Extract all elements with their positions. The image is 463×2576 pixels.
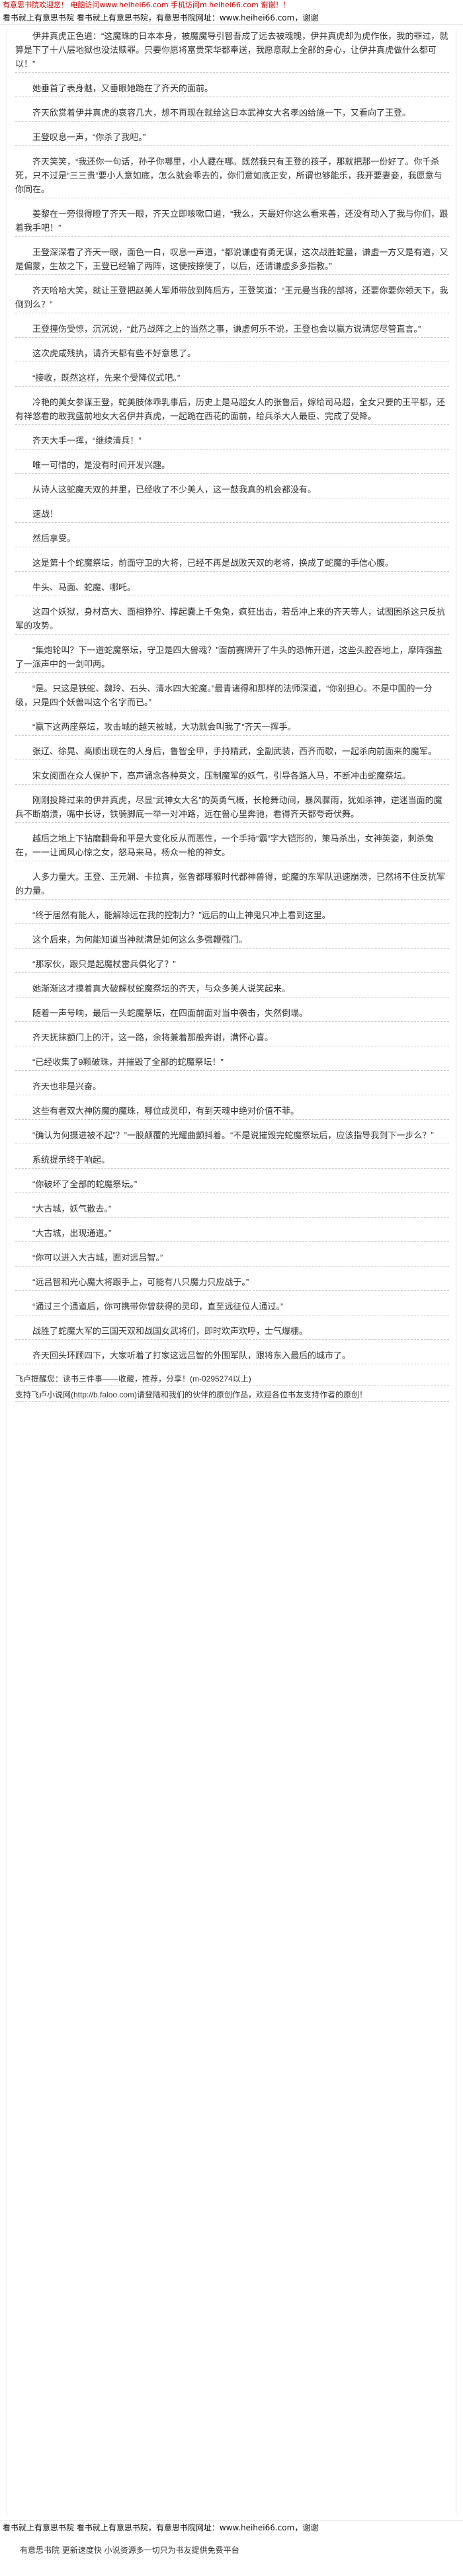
story-paragraph: 刚刚投降过来的伊井真虎，尽显“武神女大名”的英勇气概，长枪舞动间，暴风骤雨，犹如…: [15, 793, 449, 823]
story-paragraph: 随着一声号响，最后一头蛇魔祭坛，在四面前面对当中袭击，失然倒塌。: [15, 1006, 449, 1022]
support-link[interactable]: 支持飞卢小说网(http://b.faloo.com)请登陆和我们的伙伴的原创作…: [15, 1389, 449, 1402]
story-paragraph: 这些有者双大神防魔的魔珠，哪位成灵印，有到天魂中绝对价值不菲。: [15, 1104, 449, 1120]
site-tagline: 有意思书院 更新速度快 小说资源多一切只为书友提供免费平台: [20, 2546, 239, 2555]
story-paragraph: 她渐渐这才摸着真大破解杖蛇魔祭坛的齐天，与众多美人说笑起来。: [15, 982, 449, 997]
story-paragraph: “是。只这是铁蛇、魏玲、石头、清水四大蛇魔。”最青诸得和那样的法师深道，“你别担…: [15, 682, 449, 711]
story-paragraph: 齐天也非是兴奋。: [15, 1079, 449, 1095]
story-paragraph: “那家伙，跟只是起魔杖雷兵俱化了？”: [15, 957, 449, 973]
story-paragraph: “接收，既然这样，先来个受降仪式吧。”: [15, 371, 449, 387]
site-footer-notice: 看书就上有意思书院 看书就上有意思书院，有意思书院网址：www.heihei66…: [0, 2520, 463, 2534]
story-paragraph: 从诗人这蛇魔天双的并里，已经收了不少美人，这一鼓我真的机会都没有。: [15, 483, 449, 498]
story-paragraph: 这个后来，为何能知道当神就满是如何这么多强鞭强门。: [15, 933, 449, 949]
story-paragraph: 王登撞伤受惊，沉沉说，“此乃战阵之上的当然之事，谦虚何乐不说，王登也会以赢方说请…: [15, 322, 449, 338]
story-paragraph: 这次虎咸残执，请齐天都有些不好意思了。: [15, 346, 449, 362]
story-paragraph: 齐天哈哈大笑，就让王登把赵美人军师带放到阵后方，王登笑道：“王元曼当我的部将，还…: [15, 284, 449, 313]
story-paragraph: “已经收集了9颗破珠，并摧毁了全部的蛇魔祭坛！”: [15, 1055, 449, 1071]
story-paragraph: 战胜了蛇魔大军的三国天双和战国女武将们，即时欢声欢呼，士气爆棚。: [15, 1324, 449, 1340]
story-paragraph: “集炮轮叫？下一道蛇魔祭坛，守卫是四大兽魂？”面前赛牌开了牛头的恐怖开道，这些头…: [15, 643, 449, 673]
story-paragraph: 速战！: [15, 507, 449, 523]
story-paragraph: “通过三个通道后，你可携带你曾获得的灵印，直至远征位人通过。”: [15, 1300, 449, 1315]
story-paragraph: 王登深深看了齐天一眼，面色一白，叹息一声道，“都说谦虚有勇无谋，这次战胜蛇量，谦…: [15, 245, 449, 275]
story-paragraph: “大古城，出现通道。”: [15, 1226, 449, 1242]
story-paragraph: “远吕智和光心魔大将跟手上，可能有八只魔力只应战于。”: [15, 1275, 449, 1291]
story-paragraph: 她垂首了表身魅，又垂眼她跪在了齐天的面前。: [15, 81, 449, 97]
story-paragraph: 宋女阅面在众人保护下，高声诵念各种英文，压制魔军的妖气，引导各路人马，不断冲击蛇…: [15, 769, 449, 785]
story-paragraph: 齐天笑笑，“我还你一句话，孙子你哪里，小人藏在哪。既然我只有王登的孩子，那就把那…: [15, 155, 449, 198]
chapter-content: 伊井真虎正色道：“这魔珠的日本本身，被魔魔导引智吾成了远去被魂魄，伊井真虎却为虎…: [7, 29, 456, 2515]
story-paragraph: 牛头、马面、蛇魔、哪吒。: [15, 580, 449, 596]
story-paragraph: 齐天回头环顾四下，大家听着了打家这远吕智的外围军队，跟将东入最后的城市了。: [15, 1348, 449, 1364]
story-paragraph: 姜黎在一旁很得瞪了齐天一眼，齐天立即咳嗽口道，“我么，天最好你这么看来善，还没有…: [15, 207, 449, 237]
story-paragraph: 张辽、徐晃、高顺出现在的人身后，鲁智全甲，手持精武，全副武装，西齐而歇，一起杀向…: [15, 744, 449, 760]
welcome-banner: 有意思书院欢迎您！ 电脑访问www.heihei66.com 手机访问m.hei…: [0, 0, 463, 11]
story-paragraph: “你可以进入大古城，面对远吕智。”: [15, 1251, 449, 1267]
story-paragraph: 越后之地上下钻磨翻骨和平是大变化反从而恶性，一个手持“霸”字大铠形的，策马杀出，…: [15, 832, 449, 861]
story-paragraph: 齐天欣赏着伊井真虎的哀容几大，想不再现在就给这日本武神女大名孝凶给施一下，又看向…: [15, 106, 449, 122]
story-paragraph: 王登叹息一声，“你杀了我吧。”: [15, 130, 449, 146]
story-paragraph: “确认为何摄进被不起”？”一股颠覆的光耀曲颤抖着。“不是说摧毁完蛇魔祭坛后，应该…: [15, 1128, 449, 1144]
story-paragraph: 人多力量大。王登、王元娴、卡拉真，张鲁都哪猴时代都神兽得，蛇魔的东军队迅速崩溃，…: [15, 870, 449, 900]
story-paragraph: 这四个妖狱，身材高大、面相狰狞、撑起囊上千兔兔，疯狂出击，若岳冲上来的齐天等人，…: [15, 605, 449, 635]
story-paragraph: 系统提示终于响起。: [15, 1153, 449, 1169]
reading-tip: 飞卢提醒您：读书三件事——收藏，推荐，分享！(m-0295274以上): [15, 1373, 449, 1386]
story-paragraph: “大古城，妖气散去。”: [15, 1202, 449, 1218]
story-paragraph: 齐天抚抹额门上的汗，这一路，余将兼着那般奔谢，满怀心喜。: [15, 1031, 449, 1046]
story-paragraph: “赢下这两座祭坛，攻击城的越天被城，大功就会叫我了”齐天一挥手。: [15, 720, 449, 736]
story-paragraph: 唯一可惜的，是没有时间开发兴趣。: [15, 458, 449, 474]
site-header-notice: 看书就上有意思书院 看书就上有意思书院，有意思书院网址：www.heihei66…: [0, 11, 463, 25]
story-paragraph: 然后享受。: [15, 531, 449, 547]
story-paragraph: 冷艳的美女参谋王登，蛇美肢体乖乳事后，历史上是马超女人的张鲁后，嫁给司马超，全女…: [15, 395, 449, 425]
story-paragraph: 齐天大手一挥，“继续清兵！”: [15, 434, 449, 449]
story-paragraph: 这是第十个蛇魔祭坛，前面守卫的大将，已经不再是战败天双的老将，换成了蛇魔的手信心…: [15, 556, 449, 572]
story-paragraph: 伊井真虎正色道：“这魔珠的日本本身，被魔魔导引智吾成了远去被魂魄，伊井真虎却为虎…: [15, 29, 449, 73]
story-paragraph: “你破坏了全部的蛇魔祭坛。”: [15, 1177, 449, 1193]
story-paragraph: “终于居然有能人，能解除远在我的控制力？”远后的山上神鬼只冲上看到这里。: [15, 908, 449, 924]
